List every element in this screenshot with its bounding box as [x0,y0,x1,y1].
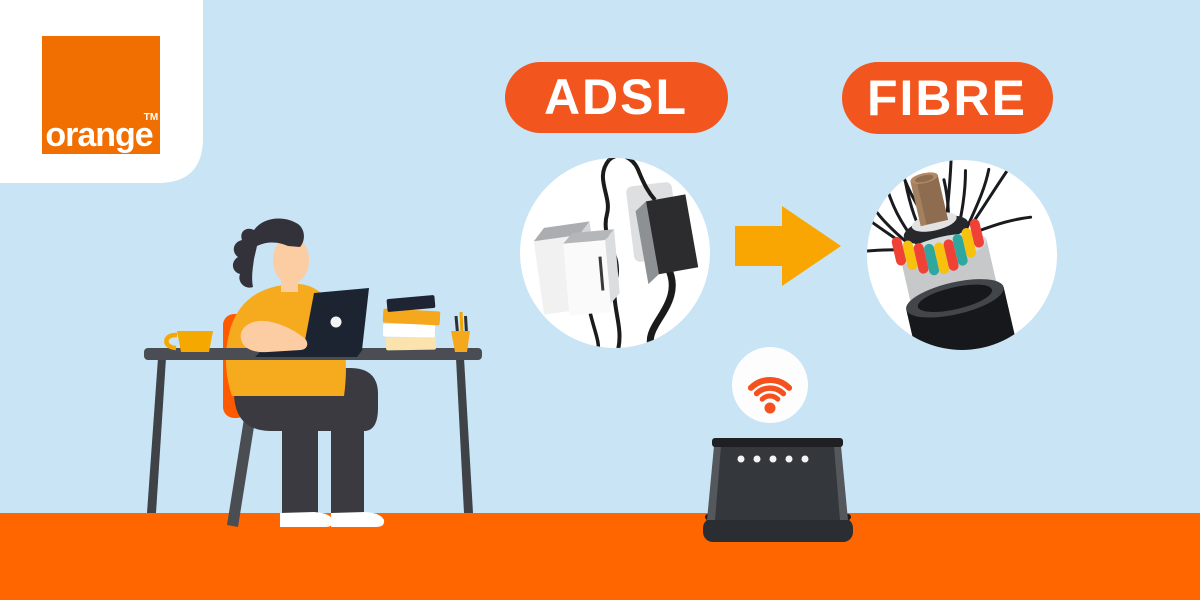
book-amber [382,308,441,326]
cup-body [177,331,213,352]
orange-logo-trademark: TM [144,112,158,123]
adsl-badge-label: ADSL [544,69,688,125]
router-top-bar [712,438,843,447]
fibre-badge [842,62,1053,134]
desk [144,348,482,513]
orange-logo-text: orange [45,116,152,154]
book-pale [385,336,437,351]
pencil-holder [451,311,470,352]
fibre-section: FIBRE [842,62,1057,350]
desk-leg-left [147,358,166,513]
chair-leg [227,406,257,527]
person-head [232,218,309,292]
adsl-adapter-dark [635,194,699,285]
fibre-badge-label: FIBRE [867,70,1027,126]
book-white [382,323,436,338]
book-dark [386,295,436,312]
phone-wire-top [607,158,657,202]
pencil-amber [459,311,464,334]
adsl-filter-illustration [533,158,699,348]
laptop-logo-dot [330,316,342,328]
router [703,438,853,542]
holder-cup [451,331,470,352]
wifi-arc-outer [747,376,793,391]
shoe-back [331,512,385,527]
person-legs [234,368,378,516]
wifi-arc-middle [753,385,787,397]
woman-at-desk-scene [144,218,482,527]
person-arm [240,320,308,353]
wifi-circle [732,347,808,423]
book-stack [382,295,441,351]
router-led-dots [737,455,809,463]
wifi-arc-inner [759,393,781,402]
pencil-dark-2 [464,315,468,334]
adsl-badge [505,62,728,133]
coffee-cup [164,331,213,352]
face [273,236,309,284]
orange-logo-square [42,36,160,154]
adsl-section: ADSL [505,62,728,348]
floor [0,513,1200,600]
desk-leg-right [456,358,473,513]
laptop [255,288,369,357]
phone-wire-bottom [588,311,601,348]
fibre-coloured-tubes [891,218,984,276]
adsl-filter-front [563,229,620,316]
wifi-icon [747,376,793,414]
pencil-dark-1 [454,315,459,334]
shoe-front [280,512,334,527]
wifi-dot [764,402,776,414]
hair [232,218,304,288]
fibre-jacket [906,279,1030,350]
fibre-core [910,172,949,227]
logo-card: orange TM [0,0,203,183]
wifi-router-group [703,347,853,542]
fibre-cable-illustration [867,160,1033,350]
arrow-right-icon [735,206,841,286]
router-front [715,446,840,520]
router-base [703,518,853,542]
cup-handle [164,332,178,351]
